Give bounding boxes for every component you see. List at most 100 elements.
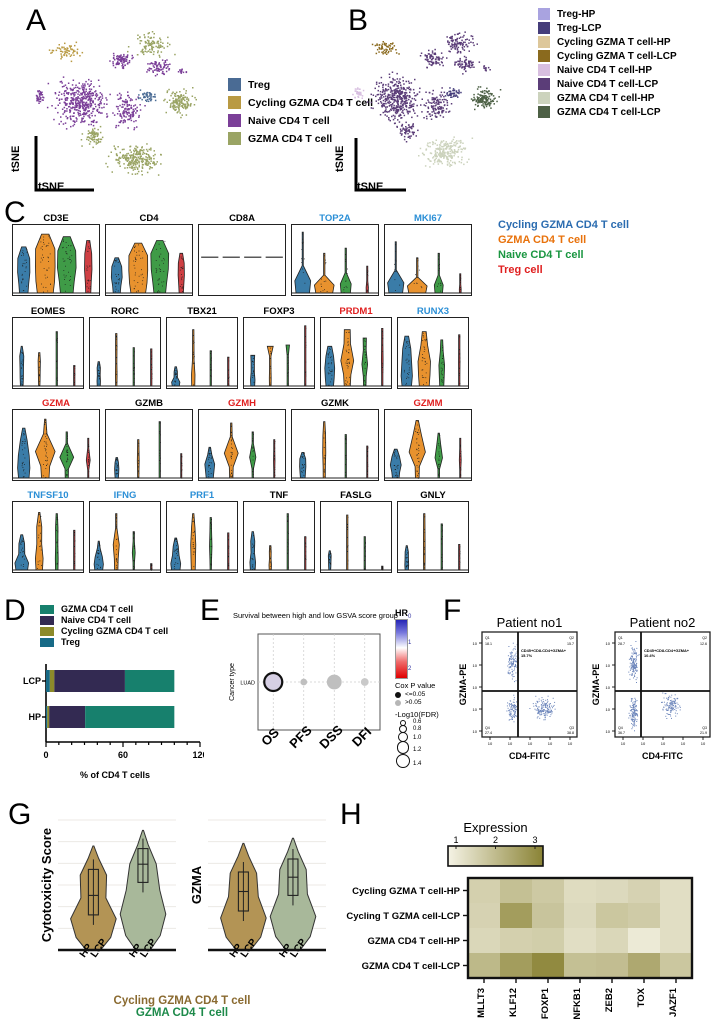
panel-a-y-axis-label: tSNE xyxy=(10,145,22,172)
panel-c-legend-label: GZMA CD4 T cell xyxy=(498,234,587,246)
panel-d-legend-item: Naive CD4 T cell xyxy=(40,615,168,625)
panel-b-legend-item: Treg-HP xyxy=(538,8,677,20)
svg-text:Patient no1: Patient no1 xyxy=(497,615,563,630)
violin-plot-box xyxy=(105,224,193,296)
violin-cell: RUNX3 xyxy=(397,306,469,389)
panel-b-legend-swatch xyxy=(538,78,550,90)
violin-cell: GZMK xyxy=(291,398,379,481)
violin-plot-box xyxy=(384,224,472,296)
svg-text:CD45+CD8-CD4+GZMA+: CD45+CD8-CD4+GZMA+ xyxy=(521,648,567,653)
panel-e-pvalue-item: <=0.05 xyxy=(395,691,457,698)
panel-g-violin-plots: HPLCPHPLCPCytotoxicity ScoreHPLCPHPLCPGZ… xyxy=(40,812,330,992)
panel-a-legend-label: Treg xyxy=(248,78,271,91)
panel-b-legend-swatch xyxy=(538,50,550,62)
panel-e-letter: E xyxy=(200,594,221,627)
panel-d-legend-item: GZMA CD4 T cell xyxy=(40,604,168,614)
violin-cell: GNLY xyxy=(397,490,469,573)
panel-c-legend-label: Treg cell xyxy=(498,264,543,276)
panel-a-tsne-plot xyxy=(18,18,248,198)
violin-gene-title: CD8A xyxy=(229,213,255,224)
violin-gene-title: PRDM1 xyxy=(339,306,373,317)
panel-d-legend-label: GZMA CD4 T cell xyxy=(61,604,134,614)
svg-text:27.4: 27.4 xyxy=(485,731,492,735)
violin-plot-box xyxy=(89,501,161,573)
violin-plot-box xyxy=(243,317,315,389)
violin-plot-box xyxy=(320,501,392,573)
panel-a-legend-swatch xyxy=(228,78,241,91)
svg-text:0: 0 xyxy=(43,750,48,760)
violin-cell: EOMES xyxy=(12,306,84,389)
panel-e-pvalue-title: Cox P value xyxy=(395,681,436,690)
panel-e-pvalue-dot xyxy=(395,699,401,706)
panel-e-hr-tick: 0 xyxy=(408,614,412,620)
panel-a-legend-label: Naive CD4 T cell xyxy=(248,114,330,127)
panel-f-letter: F xyxy=(443,594,462,627)
violin-plot-box xyxy=(12,224,100,296)
panel-b-legend-label: Naive CD4 T cell-HP xyxy=(557,64,653,76)
panel-b-legend-item: Naive CD4 T cell-LCP xyxy=(538,78,677,90)
panel-e-fdr-item: 1.2 xyxy=(395,741,457,757)
panel-d-legend-item: Treg xyxy=(40,637,168,647)
panel-b-legend-swatch xyxy=(538,92,550,104)
svg-text:60: 60 xyxy=(118,750,128,760)
panel-b-legend-item: GZMA CD4 T cell-HP xyxy=(538,92,677,104)
panel-b-legend-label: GZMA CD4 T cell-LCP xyxy=(557,106,661,118)
panel-b-legend-swatch xyxy=(538,64,550,76)
panel-d-legend-swatch xyxy=(40,604,54,614)
panel-e-hr-tick: 1 xyxy=(408,640,412,646)
violin-cell: GZMM xyxy=(384,398,472,481)
svg-text:HP: HP xyxy=(28,712,41,722)
violin-gene-title: FOXP3 xyxy=(263,306,295,317)
panel-e-pvalue-dot xyxy=(395,691,401,698)
violin-gene-title: IFNG xyxy=(113,490,137,501)
svg-text:Q3: Q3 xyxy=(569,726,574,730)
violin-gene-title: FASLG xyxy=(340,490,372,501)
panel-a-letter: A xyxy=(26,4,47,37)
svg-text:OS: OS xyxy=(258,725,282,749)
violin-plot-box xyxy=(12,501,84,573)
violin-plot-box xyxy=(384,409,472,481)
violin-plot-box xyxy=(243,501,315,573)
panel-e-fdr-title: -Log10(FDR) xyxy=(395,710,439,719)
panel-e-fdr-label: 0.6 xyxy=(413,719,422,725)
panel-a-x-axis-label: tSNE xyxy=(38,181,65,193)
violin-gene-title: GZMK xyxy=(321,398,349,409)
panel-b-tsne-plot xyxy=(340,18,540,198)
violin-plot-box xyxy=(198,409,286,481)
panel-e-pvalue-item: >0.05 xyxy=(395,699,457,706)
violin-cell: TOP2A xyxy=(291,213,379,296)
panel-a-legend-swatch xyxy=(228,132,241,145)
panel-e-hr-title: HR xyxy=(395,608,408,618)
panel-d-legend-label: Treg xyxy=(61,637,81,647)
panel-h-letter: H xyxy=(340,798,362,831)
svg-text:38.8: 38.8 xyxy=(567,731,574,735)
panel-a-legend-label: Cycling GZMA CD4 T cell xyxy=(248,96,374,109)
panel-a-legend-swatch xyxy=(228,96,241,109)
violin-cell: IFNG xyxy=(89,490,161,573)
panel-a-legend-swatch xyxy=(228,114,241,127)
panel-b-legend-item: Naive CD4 T cell-HP xyxy=(538,64,677,76)
violin-plot-box xyxy=(105,409,193,481)
svg-text:DSS: DSS xyxy=(316,722,346,752)
panel-a-legend-item: GZMA CD4 T cell xyxy=(228,132,373,145)
violin-cell: FASLG xyxy=(320,490,392,573)
violin-cell: FOXP3 xyxy=(243,306,315,389)
panel-a-legend-item: Treg xyxy=(228,78,373,91)
panel-b-y-axis-label: tSNE xyxy=(334,145,346,172)
panel-d-letter: D xyxy=(4,594,26,627)
violin-gene-title: TNFSF10 xyxy=(27,490,69,501)
panel-b-legend-item: Cycling GZMA T cell-HP xyxy=(538,36,677,48)
panel-b-legend-item: Cycling GZMA T cell-LCP xyxy=(538,50,677,62)
violin-plot-box xyxy=(12,409,100,481)
violin-cell: GZMB xyxy=(105,398,193,481)
panel-d-legend-label: Cycling GZMA CD4 T cell xyxy=(61,626,169,636)
panel-c-letter: C xyxy=(4,196,26,229)
violin-gene-title: TBX21 xyxy=(187,306,217,317)
panel-e-fdr-label: 1.4 xyxy=(413,760,422,767)
panel-b-legend-label: Treg-LCP xyxy=(557,22,602,34)
panel-b-legend-item: GZMA CD4 T cell-LCP xyxy=(538,106,677,118)
svg-text:120: 120 xyxy=(192,750,204,760)
